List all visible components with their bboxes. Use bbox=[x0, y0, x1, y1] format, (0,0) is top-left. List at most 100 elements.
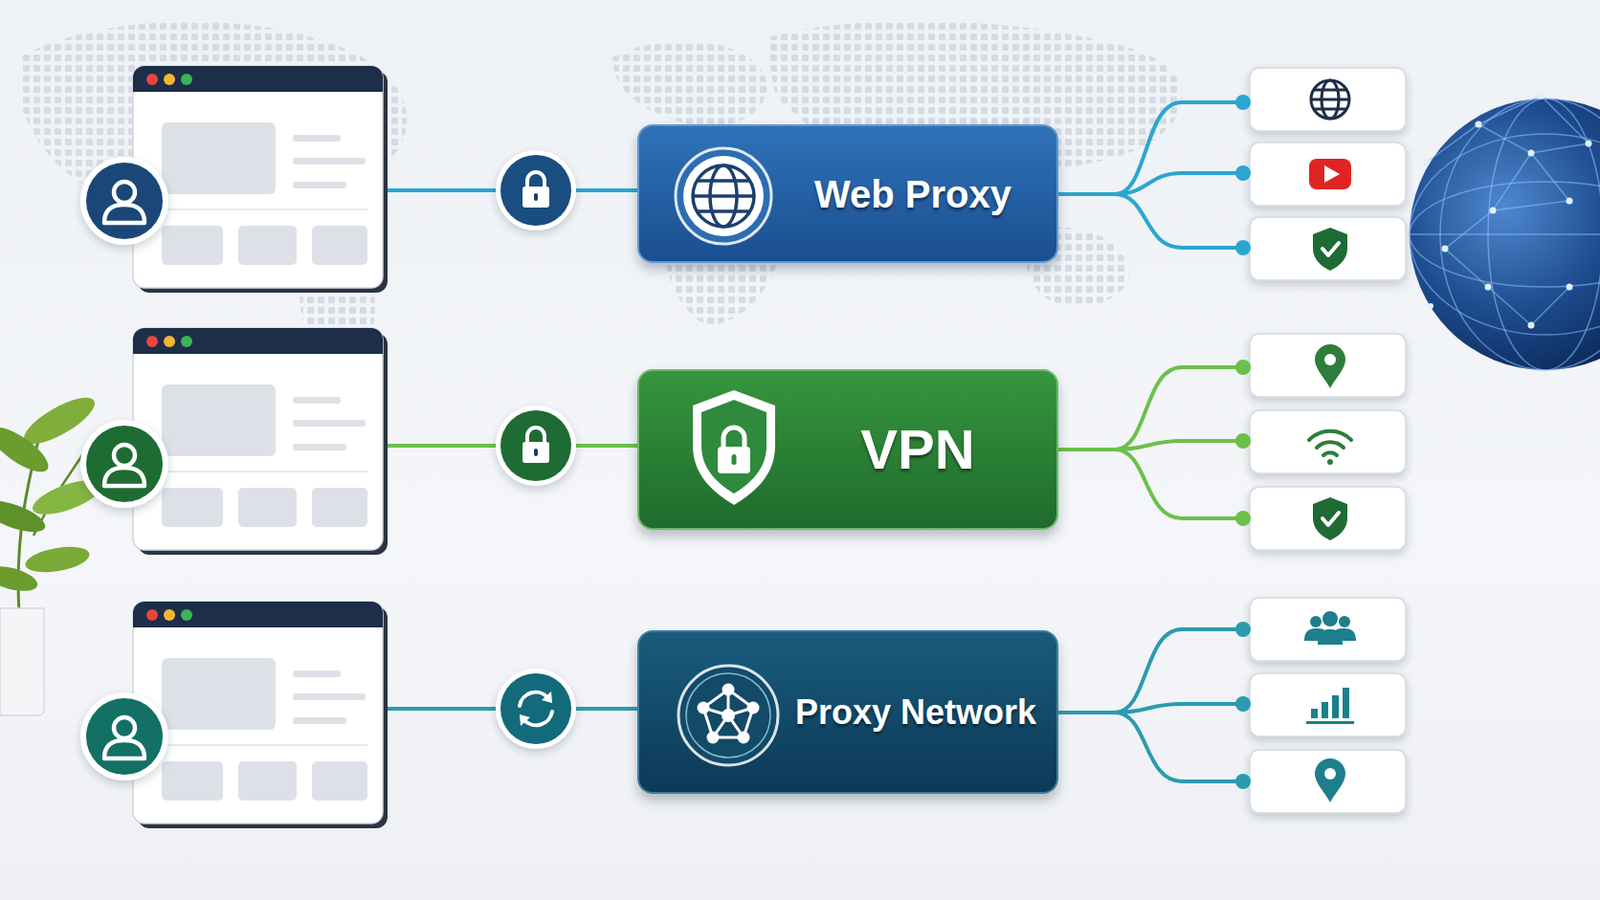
row-web-proxy bbox=[1249, 67, 1406, 132]
globe-illustration bbox=[1485, 284, 1492, 291]
globe-illustration bbox=[1409, 181, 1600, 288]
row-web-proxy bbox=[86, 162, 163, 240]
row-web-proxy bbox=[1324, 165, 1340, 183]
row-proxy-network bbox=[1342, 688, 1350, 719]
plant-illustration bbox=[0, 494, 49, 539]
globe-illustration bbox=[1537, 92, 1545, 100]
row-vpn bbox=[1309, 431, 1352, 466]
row-proxy-network bbox=[1322, 611, 1338, 627]
row-proxy-network bbox=[80, 692, 169, 781]
proxy-network-box: Proxy Network bbox=[637, 630, 1059, 795]
row-proxy-network bbox=[1321, 702, 1329, 719]
node-label: Web Proxy bbox=[814, 173, 1012, 216]
globe-illustration bbox=[1409, 92, 1600, 372]
globe-illustration bbox=[1409, 233, 1600, 236]
row-web-proxy bbox=[1311, 80, 1350, 119]
row-web-proxy bbox=[1312, 227, 1348, 271]
node-icon bbox=[717, 446, 751, 474]
row-proxy-network bbox=[1249, 598, 1406, 662]
row-web-proxy bbox=[1309, 158, 1352, 190]
row-vpn bbox=[80, 420, 169, 509]
row-proxy-network bbox=[1310, 616, 1322, 628]
row-proxy-network bbox=[541, 691, 553, 704]
row-vpn bbox=[1235, 511, 1251, 527]
row-vpn bbox=[1314, 344, 1346, 389]
node-icon bbox=[701, 400, 767, 494]
row-proxy-network bbox=[1311, 709, 1318, 719]
world-map bbox=[19, 21, 1182, 372]
row-vpn bbox=[1249, 333, 1406, 398]
row-vpn bbox=[495, 405, 577, 487]
node-icon bbox=[639, 126, 831, 266]
node-icon bbox=[707, 732, 720, 745]
row-vpn bbox=[1052, 367, 1244, 519]
row-web-proxy bbox=[1249, 142, 1406, 206]
row-vpn bbox=[1327, 459, 1334, 466]
row-web-proxy bbox=[1311, 80, 1350, 119]
row-proxy-network bbox=[1317, 629, 1343, 645]
row-proxy-network bbox=[495, 668, 577, 750]
node-icon bbox=[697, 702, 711, 715]
row-web-proxy bbox=[1052, 102, 1244, 248]
node-icon bbox=[639, 371, 831, 533]
node-icon bbox=[683, 155, 764, 237]
plant-illustration bbox=[0, 561, 41, 597]
row-proxy-network bbox=[133, 601, 388, 829]
globe-illustration bbox=[1425, 124, 1570, 326]
node-icon bbox=[703, 689, 754, 738]
row-proxy-network bbox=[1314, 758, 1346, 803]
node-icon bbox=[703, 689, 754, 738]
globe-illustration bbox=[1409, 95, 1600, 371]
web-proxy-box: Web Proxy bbox=[637, 124, 1059, 264]
row-web-proxy bbox=[1235, 165, 1251, 181]
row-proxy-network bbox=[1249, 750, 1406, 814]
row-vpn bbox=[80, 328, 1406, 556]
row-vpn bbox=[1309, 431, 1352, 441]
row-proxy-network bbox=[1332, 695, 1339, 719]
row-web-proxy bbox=[1235, 240, 1251, 256]
globe-illustration bbox=[1422, 92, 1593, 330]
node-icon bbox=[675, 148, 772, 245]
row-proxy-network bbox=[1052, 629, 1244, 782]
row-vpn bbox=[1316, 442, 1344, 448]
row-proxy-network bbox=[500, 673, 572, 745]
globe-illustration bbox=[1409, 133, 1600, 335]
row-proxy-network bbox=[1306, 688, 1355, 725]
row-web-proxy bbox=[104, 181, 145, 223]
row-web-proxy bbox=[1311, 98, 1350, 102]
node-icon bbox=[722, 684, 735, 697]
node-icon bbox=[723, 427, 745, 448]
world-map bbox=[612, 41, 767, 128]
node-label: VPN bbox=[860, 419, 975, 481]
row-proxy-network bbox=[86, 698, 163, 776]
globe-illustration bbox=[1475, 121, 1483, 129]
node-icon bbox=[732, 454, 737, 466]
row-vpn bbox=[522, 427, 550, 464]
row-web-proxy bbox=[500, 155, 572, 226]
row-proxy-network bbox=[1235, 622, 1251, 638]
row-proxy-network bbox=[80, 598, 1406, 829]
globe-illustration bbox=[1409, 98, 1600, 371]
row-vpn bbox=[1249, 410, 1406, 474]
plant-illustration bbox=[0, 420, 55, 481]
globe-illustration bbox=[1528, 150, 1535, 157]
node-icon bbox=[692, 194, 755, 199]
node-icon bbox=[692, 390, 776, 506]
globe-illustration bbox=[1478, 95, 1589, 211]
node-icon bbox=[692, 165, 755, 227]
row-vpn bbox=[104, 444, 145, 487]
node-icon bbox=[737, 732, 751, 745]
row-vpn bbox=[1323, 452, 1337, 456]
row-vpn bbox=[1312, 497, 1348, 541]
row-web-proxy bbox=[1235, 94, 1251, 111]
globe-illustration bbox=[1528, 322, 1535, 330]
node-icon bbox=[747, 702, 760, 715]
row-proxy-network bbox=[1235, 696, 1251, 712]
row-proxy-network bbox=[519, 691, 553, 727]
row-vpn bbox=[133, 328, 388, 556]
row-web-proxy bbox=[495, 150, 577, 231]
node-icon bbox=[697, 684, 760, 745]
row-vpn bbox=[1235, 359, 1251, 376]
